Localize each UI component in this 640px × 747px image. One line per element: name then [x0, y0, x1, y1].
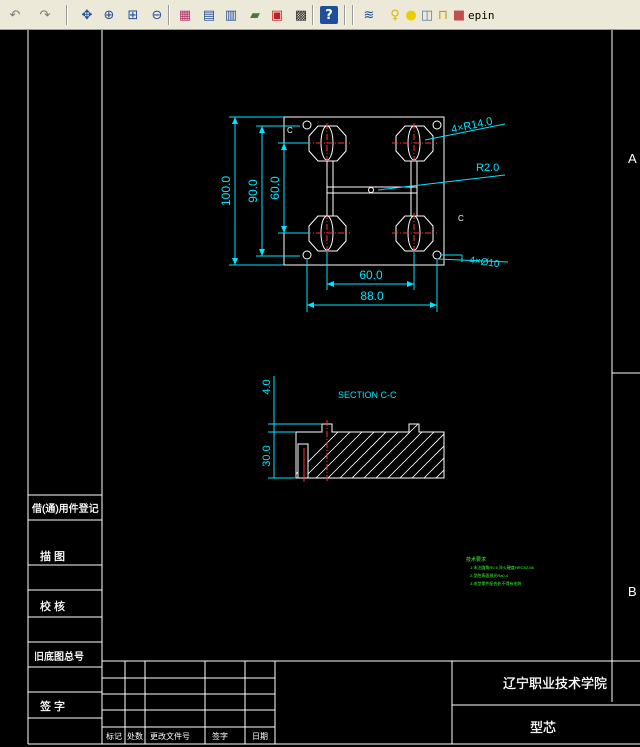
notes-line-1: 1.未注圆角R0.5,淬火硬度HRC52-56	[470, 564, 535, 570]
plan-dimension-arrows	[232, 117, 437, 308]
tool-palettes-button[interactable]: ▥	[222, 6, 240, 24]
section-cavity-left	[297, 443, 309, 479]
dimension-overall-width: 88.0	[360, 289, 384, 303]
notes-line-2: 2.型腔表面抛光Ra0.4	[470, 572, 509, 578]
layer-on-toggle[interactable]: ♀	[386, 6, 404, 24]
toolbar-separator	[168, 5, 170, 25]
strip-label-tracing: 描 图	[40, 549, 65, 563]
section-mark-left: C	[287, 126, 293, 135]
markup-button[interactable]: ▣	[268, 6, 286, 24]
color-swatch-icon: ■	[452, 7, 466, 23]
zoom-previous-button[interactable]: ⊖	[148, 6, 166, 24]
title-block-header-change-no: 更改文件号	[150, 731, 190, 741]
undo-button[interactable]: ↶	[6, 6, 24, 24]
plan-dimension-lines	[229, 116, 509, 312]
layer-color-swatch[interactable]: ■	[450, 6, 468, 24]
dimension-cavity-pitch-y: 60.0	[268, 176, 282, 200]
sheet-set-icon: ▰	[250, 7, 260, 23]
help-button[interactable]: ?	[320, 6, 338, 24]
cavity-top-right	[392, 123, 437, 164]
section-mark-right: C	[458, 214, 464, 223]
layer-viewport-freeze-toggle[interactable]: ◫	[418, 6, 436, 24]
properties-button[interactable]: ▦	[176, 6, 194, 24]
undo-icon: ↶	[9, 7, 21, 23]
title-block: 标记 处数 更改文件号 签字 日期 辽宁职业技术学院 型芯	[102, 660, 640, 744]
zone-label-a: A	[628, 151, 637, 166]
dimension-inner-height: 90.0	[246, 179, 260, 203]
model-space-background	[0, 30, 640, 747]
layer-lock-toggle[interactable]: ⊓	[434, 6, 452, 24]
strip-label-old-drawing-no: 旧底图总号	[34, 650, 84, 663]
pan-icon: ✥	[81, 7, 93, 23]
zone-label-b: B	[628, 584, 637, 599]
current-layer-name[interactable]: epin	[468, 9, 495, 22]
layer-freeze-toggle[interactable]: ●	[402, 6, 420, 24]
section-title: SECTION C-C	[338, 390, 397, 400]
dimension-section-depth: 4.0	[261, 379, 273, 394]
cavity-top-left	[305, 123, 350, 164]
zoom-previous-icon: ⊖	[151, 7, 163, 23]
tool-palettes-icon: ▥	[224, 7, 238, 23]
section-dimension-lines	[268, 376, 322, 479]
help-icon: ?	[325, 7, 333, 23]
dimension-overall-height: 100.0	[219, 176, 233, 206]
calculator-button[interactable]: ▩	[292, 6, 310, 24]
left-revision-strip: 借(通)用件登记 描 图 校 核 旧底图总号 签 字	[28, 494, 102, 719]
notes-heading: 技术要求	[466, 556, 486, 563]
lock-icon: ⊓	[437, 7, 449, 23]
dimension-cavity-pitch-x: 60.0	[359, 268, 383, 282]
title-block-header-mark: 标记	[106, 731, 122, 741]
design-center-icon: ▤	[202, 7, 216, 23]
drawing-canvas[interactable]: A B 借(通)用件登记 描 图 校 核 旧底图总号 签 字	[0, 30, 640, 747]
zoom-window-icon: ⊞	[127, 7, 139, 23]
layers-icon: ≋	[363, 7, 375, 23]
strip-label-checked: 校 核	[40, 599, 65, 613]
zoom-window-button[interactable]: ⊞	[124, 6, 142, 24]
zoom-realtime-icon: ⊕	[103, 7, 115, 23]
toolbar-separator	[66, 5, 68, 25]
toolbar-separator	[312, 5, 314, 25]
title-block-header-count: 处数	[127, 731, 143, 741]
toolbar-separator	[352, 5, 354, 25]
callout-runner-radius: R2.0	[476, 162, 499, 174]
drawing-frame	[27, 30, 640, 745]
layer-properties-button[interactable]: ≋	[360, 6, 378, 24]
corner-holes	[302, 120, 442, 260]
properties-icon: ▦	[178, 7, 192, 23]
callout-hole-diameter: 4×Ø10	[469, 255, 501, 270]
pan-button[interactable]: ✥	[78, 6, 96, 24]
technical-notes: 技术要求 1.未注圆角R0.5,淬火硬度HRC52-56 2.型腔表面抛光Ra0…	[466, 556, 535, 586]
dimension-section-thickness: 30.0	[261, 445, 273, 466]
lightbulb-icon: ♀	[390, 7, 400, 23]
cavity-bottom-right	[392, 213, 437, 254]
title-block-part-name: 型芯	[530, 720, 556, 735]
title-block-school-name: 辽宁职业技术学院	[503, 676, 607, 691]
sheet-set-button[interactable]: ▰	[246, 6, 264, 24]
title-block-header-date: 日期	[252, 732, 268, 741]
section-view: SECTION C-C	[261, 376, 445, 482]
sun-icon: ●	[405, 7, 417, 23]
standard-toolbar: ↶ ↷ ✥ ⊕ ⊞ ⊖ ▦ ▤ ▥ ▰ ▣ ▩? ≋ ♀ ●◫⊓■epin	[0, 0, 640, 30]
strip-label-borrowed-parts: 借(通)用件登记	[32, 502, 99, 515]
title-block-header-signature: 签字	[212, 731, 228, 741]
design-center-button[interactable]: ▤	[200, 6, 218, 24]
strip-label-signature: 签 字	[40, 699, 65, 713]
redo-icon: ↷	[39, 7, 51, 23]
toolbar-separator	[344, 5, 346, 25]
zoom-realtime-button[interactable]: ⊕	[100, 6, 118, 24]
markup-icon: ▣	[270, 7, 284, 23]
notes-line-3: 3.成型零件配合处不得有毛刺	[470, 580, 521, 586]
viewport-icon: ◫	[420, 7, 434, 23]
plan-view: 100.0 90.0 60.0 60.0 88.0 4×R14.0 R2.0 4…	[219, 115, 509, 312]
section-outline	[295, 423, 445, 479]
redo-button[interactable]: ↷	[36, 6, 54, 24]
calculator-icon: ▩	[294, 7, 308, 23]
